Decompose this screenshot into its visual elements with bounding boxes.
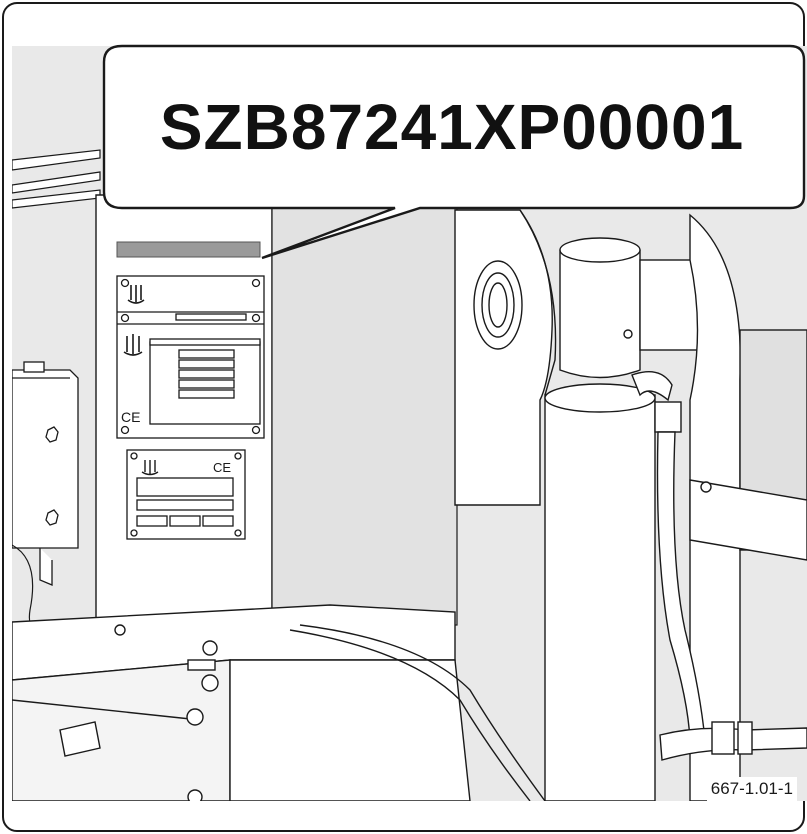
- logo-icon-small: [141, 460, 159, 476]
- bolt-icon: [187, 789, 203, 801]
- bolt-icon: [114, 624, 126, 636]
- bolt-icon: [202, 640, 218, 656]
- rating-plate: [116, 275, 265, 439]
- serial-number-text: SZB87241XP00001: [159, 91, 745, 163]
- hydraulic-hose: [631, 371, 807, 761]
- hydraulic-cylinder: [544, 237, 701, 801]
- bolt-icon: [186, 708, 204, 726]
- bolt-icon: [623, 329, 633, 339]
- bolt-icon: [700, 481, 712, 493]
- right-arm: [689, 213, 807, 801]
- ce-mark-icon: CE: [121, 409, 140, 425]
- data-rows: [178, 349, 235, 399]
- figure-id-label: 667-1.01-1: [706, 777, 797, 801]
- lower-frame: [12, 604, 546, 801]
- left-upper-slats: [12, 149, 101, 209]
- hex-nut-icon: [45, 426, 59, 443]
- side-face: [271, 194, 458, 626]
- left-box: [12, 361, 79, 586]
- ce-mark-icon-small: CE: [213, 460, 231, 475]
- secondary-plate: [126, 449, 246, 540]
- serial-number-plate-bar: [116, 241, 261, 258]
- serial-number-callout: [102, 44, 806, 260]
- pivot-bracket: [454, 209, 557, 506]
- logo-icon: [123, 285, 145, 356]
- hex-nut-icon: [45, 509, 59, 526]
- bolt-icon: [201, 674, 219, 692]
